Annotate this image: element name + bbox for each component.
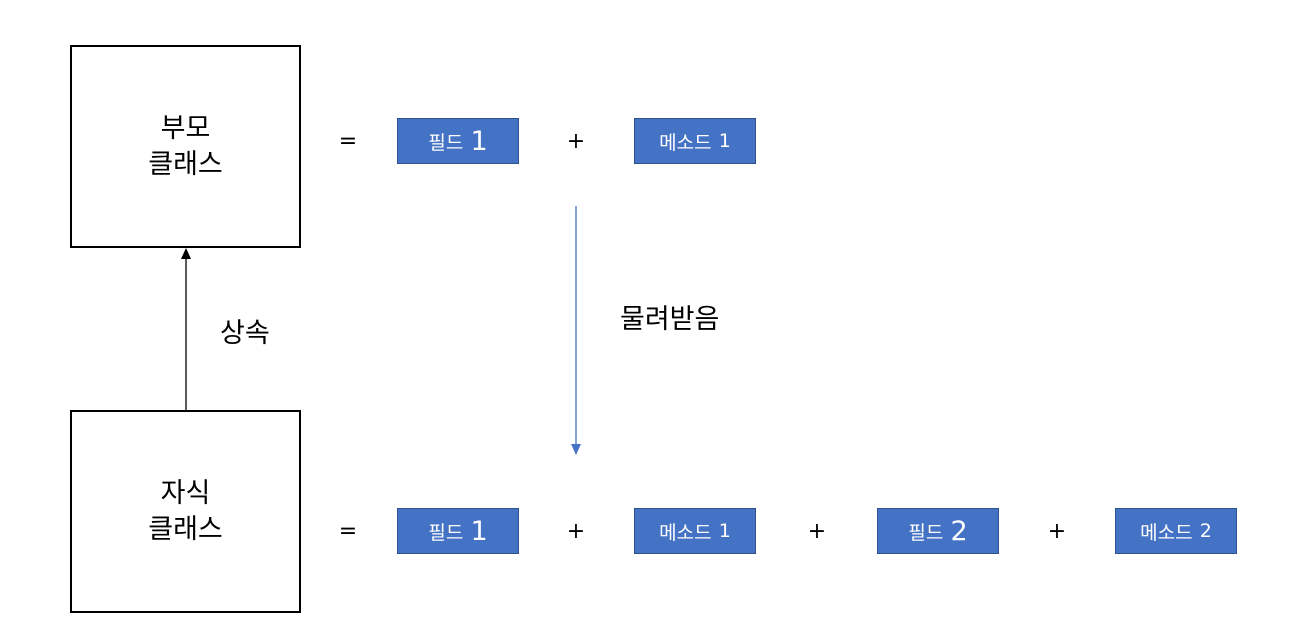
child-class-line2: 클래스 [148,513,223,545]
inheritance-label: 상속 [220,318,270,349]
parent-method-1-num: 1 [718,130,731,152]
child-method-2-box: 메소드 2 [1115,508,1237,554]
child-field-1-word: 필드 [428,521,464,544]
parent-plus-sign: + [566,129,586,154]
parent-field-1-box: 필드 1 [397,118,519,164]
child-equals-sign: = [338,519,358,544]
inherited-arrow [571,206,581,455]
child-method-2-num: 2 [1199,520,1212,542]
parent-method-1-box: 메소드 1 [634,118,756,164]
child-field-2-box: 필드 2 [877,508,999,554]
child-method-1-box: 메소드 1 [634,508,756,554]
child-field-2-num: 2 [950,515,968,547]
child-plus-sign-2: + [807,519,827,544]
parent-class-line1: 부모 [160,112,211,144]
parent-class-line2: 클래스 [148,148,223,180]
child-class-box: 자식 클래스 [70,410,301,613]
parent-equals-sign: = [338,129,358,154]
child-class-line1: 자식 [160,477,211,509]
child-method-1-num: 1 [718,520,731,542]
child-field-1-num: 1 [470,515,488,547]
child-plus-sign-1: + [566,519,586,544]
child-field-1-box: 필드 1 [397,508,519,554]
parent-class-box: 부모 클래스 [70,45,301,248]
parent-field-1-word: 필드 [428,131,464,154]
parent-method-1-word: 메소드 [659,131,712,154]
child-method-2-word: 메소드 [1140,521,1193,544]
parent-field-1-num: 1 [470,125,488,157]
child-method-1-word: 메소드 [659,521,712,544]
inherited-label: 물려받음 [620,304,720,335]
child-field-2-word: 필드 [908,521,944,544]
inheritance-arrow [181,248,191,410]
child-plus-sign-3: + [1047,519,1067,544]
